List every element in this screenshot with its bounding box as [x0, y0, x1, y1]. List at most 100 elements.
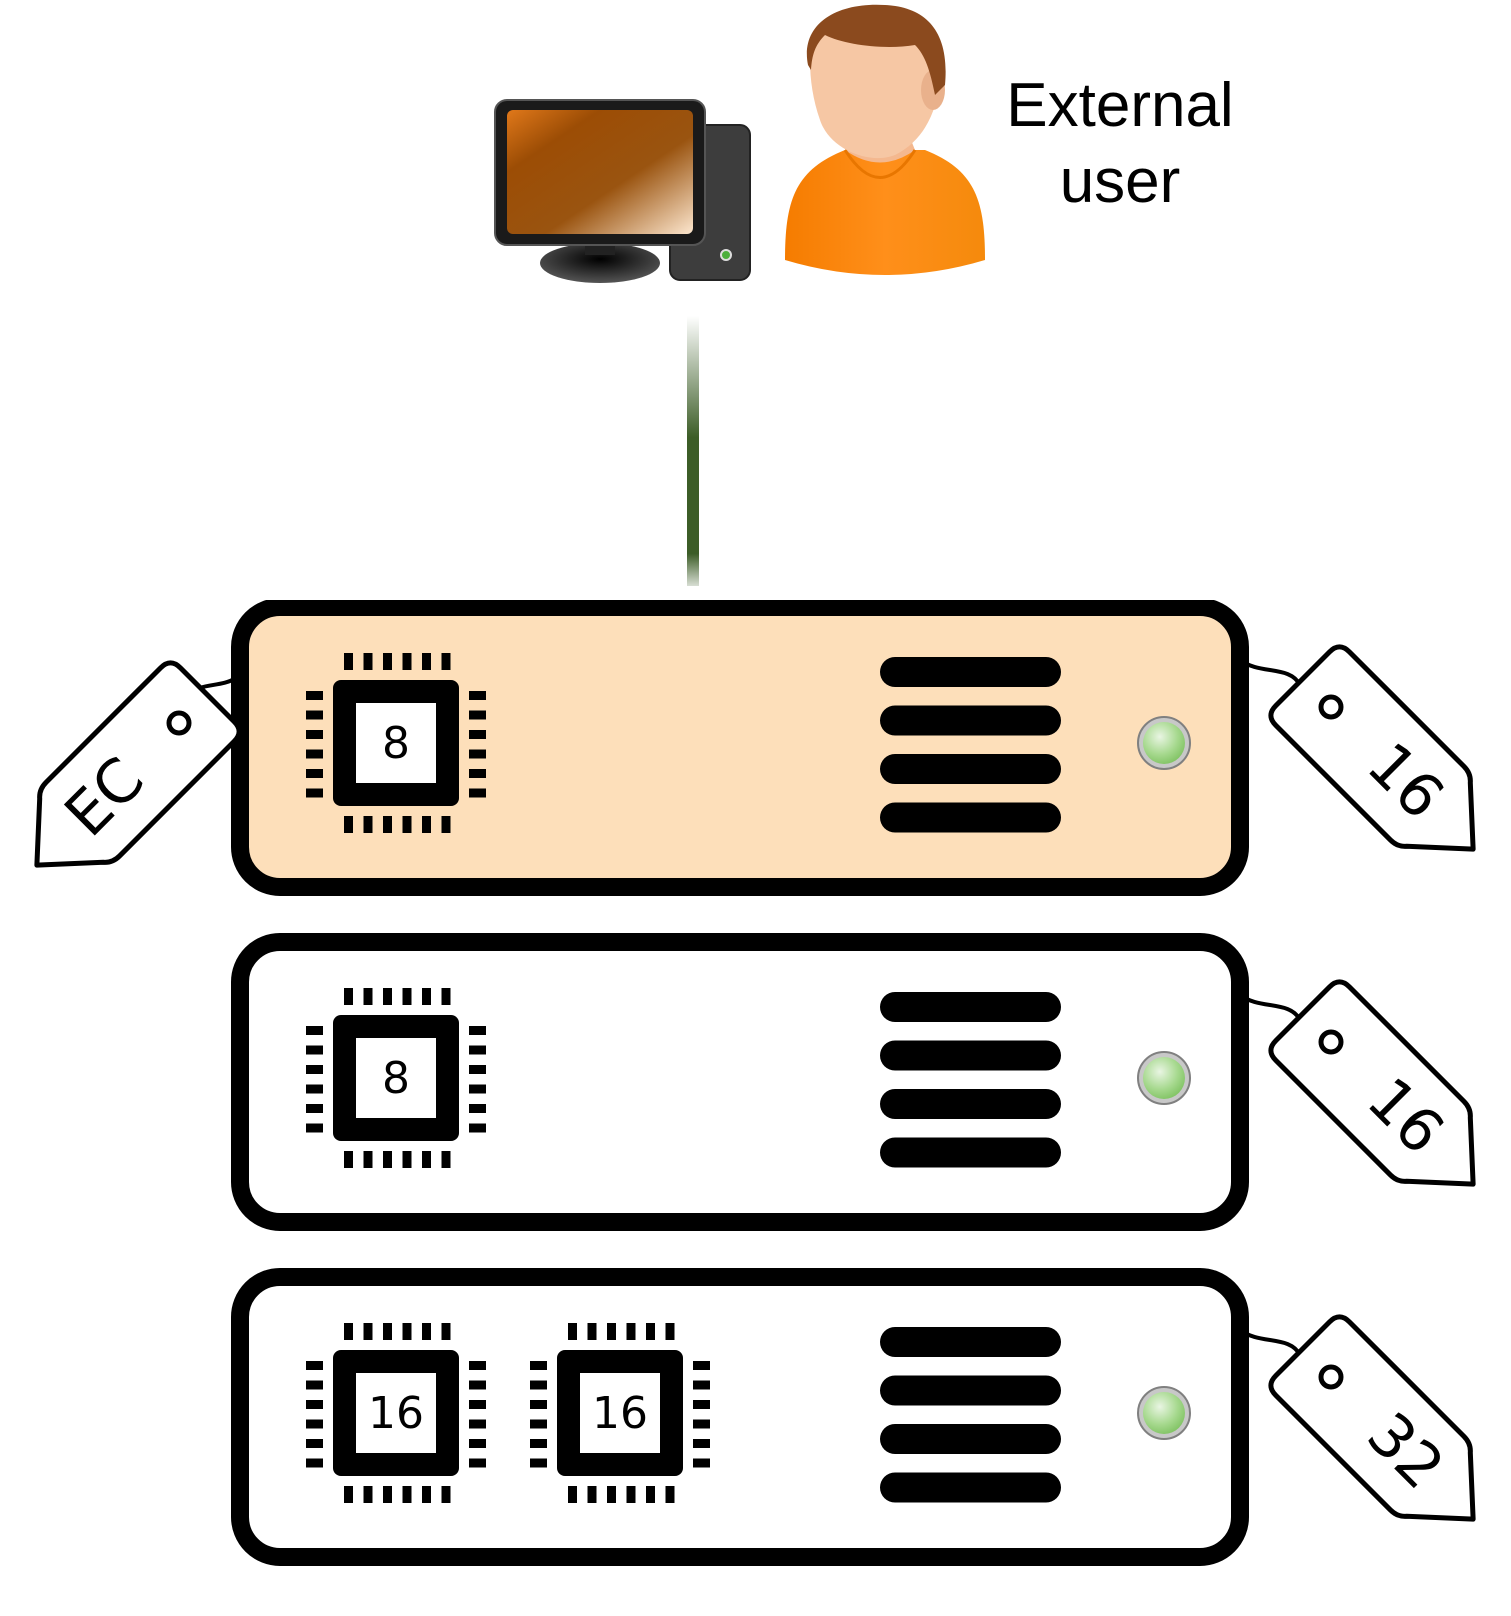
cpu-pin	[363, 816, 373, 833]
cpu-pin	[306, 1439, 323, 1448]
memory-tag-icon: 16	[1268, 644, 1476, 852]
cpu-pin	[587, 1323, 597, 1340]
server-unit: 16 16 32	[231, 1268, 1476, 1566]
cpu-pin	[626, 1323, 636, 1340]
cpu-pin	[383, 988, 392, 1005]
type-tag-icon: EC	[34, 660, 242, 868]
person-icon	[785, 4, 985, 275]
cpu-chip-die	[580, 1373, 660, 1453]
drive-bay-bar	[880, 1137, 1061, 1168]
cpu-pin	[306, 1458, 323, 1468]
cpu-pin	[665, 1486, 675, 1503]
cpu-pin	[469, 1026, 486, 1035]
cpu-pin	[530, 1361, 547, 1370]
cpu-pin	[607, 1486, 616, 1503]
cpu-chip-die	[356, 1373, 436, 1453]
cpu-pin	[568, 1486, 577, 1503]
external-user-label-line1: External	[1006, 71, 1234, 140]
cpu-pin	[383, 1486, 392, 1503]
cpu-pin	[306, 1065, 323, 1074]
tag-hole	[1318, 1029, 1344, 1055]
cpu-pin	[646, 1323, 655, 1340]
status-led-icon	[1143, 1392, 1185, 1434]
cpu-pin	[306, 1123, 323, 1133]
drive-bay-bar	[880, 1040, 1061, 1071]
cpu-pin	[363, 988, 373, 1005]
cpu-pin	[530, 1439, 547, 1448]
cpu-pin	[530, 1400, 547, 1409]
cpu-pin	[383, 816, 392, 833]
cpu-pin	[469, 1400, 486, 1409]
cpu-pin	[693, 1361, 710, 1370]
memory-tag-icon: 16	[1268, 979, 1476, 1187]
cpu-pin	[306, 1104, 323, 1113]
cpu-chip-die	[356, 703, 436, 783]
cpu-chip-die	[356, 1038, 436, 1118]
cpu-pin	[469, 1045, 486, 1055]
cpu-pin	[530, 1458, 547, 1468]
cpu-pin	[441, 1151, 451, 1168]
cpu-pin	[383, 1151, 392, 1168]
cpu-pin	[402, 1486, 412, 1503]
cpu-pin	[422, 1151, 431, 1168]
cpu-pin	[363, 1151, 373, 1168]
cpu-pin	[344, 988, 353, 1005]
cpu-core-count: 16	[592, 1388, 648, 1439]
cpu-pin	[422, 816, 431, 833]
cpu-pin	[344, 653, 353, 670]
cpu-pin	[469, 1104, 486, 1113]
cpu-pin	[363, 1323, 373, 1340]
tag-outline	[34, 660, 242, 868]
tag-outline	[1268, 1314, 1476, 1522]
cpu-pin	[607, 1323, 616, 1340]
external-user-label-line2: user	[1059, 147, 1181, 216]
cpu-pin	[469, 1084, 486, 1094]
cpu-pin	[693, 1439, 710, 1448]
cpu-pin	[441, 1486, 451, 1503]
cpu-pin	[530, 1380, 547, 1390]
cpu-pin	[693, 1380, 710, 1390]
external-user-label: External user	[1000, 68, 1240, 220]
cpu-pin	[469, 769, 486, 778]
cpu-pin	[469, 1439, 486, 1448]
cpu-pin	[344, 1151, 353, 1168]
cpu-pin	[693, 1400, 710, 1409]
cpu-pin	[422, 1486, 431, 1503]
cpu-chip-icon: 16	[530, 1323, 710, 1503]
drive-bay-bar	[880, 657, 1061, 687]
cpu-pin	[383, 1323, 392, 1340]
drive-bay-bar	[880, 1089, 1061, 1119]
cpu-pin	[402, 653, 412, 670]
cpu-pin	[306, 769, 323, 778]
cpu-pin	[626, 1486, 636, 1503]
desktop-computer-icon	[494, 99, 751, 283]
drive-bay-bar	[880, 1424, 1061, 1454]
drive-bay-bar	[880, 1327, 1061, 1357]
cpu-pin	[646, 1486, 655, 1503]
cpu-pin	[469, 691, 486, 700]
cpu-pin	[306, 1045, 323, 1055]
tag-hole	[166, 710, 192, 736]
cpu-pin	[306, 710, 323, 720]
cpu-pin	[469, 1419, 486, 1429]
cpu-pin	[568, 1323, 577, 1340]
cpu-pin	[402, 1151, 412, 1168]
cpu-core-count: 16	[368, 1388, 424, 1439]
cpu-pin	[469, 710, 486, 720]
cpu-pin	[306, 1361, 323, 1370]
cpu-chip-icon: 16	[306, 1323, 486, 1503]
cpu-pin	[402, 988, 412, 1005]
cpu-pin	[344, 1323, 353, 1340]
cpu-pin	[587, 1486, 597, 1503]
drive-bay-bar	[880, 992, 1061, 1022]
cpu-pin	[469, 1123, 486, 1133]
cpu-pin	[402, 1323, 412, 1340]
drive-bay-bar	[880, 802, 1061, 833]
memory-tag-icon: 32	[1268, 1314, 1476, 1522]
drive-bay-bar	[880, 1472, 1061, 1503]
cpu-pin	[469, 1380, 486, 1390]
cpu-pin	[441, 653, 451, 670]
cpu-pin	[306, 691, 323, 700]
